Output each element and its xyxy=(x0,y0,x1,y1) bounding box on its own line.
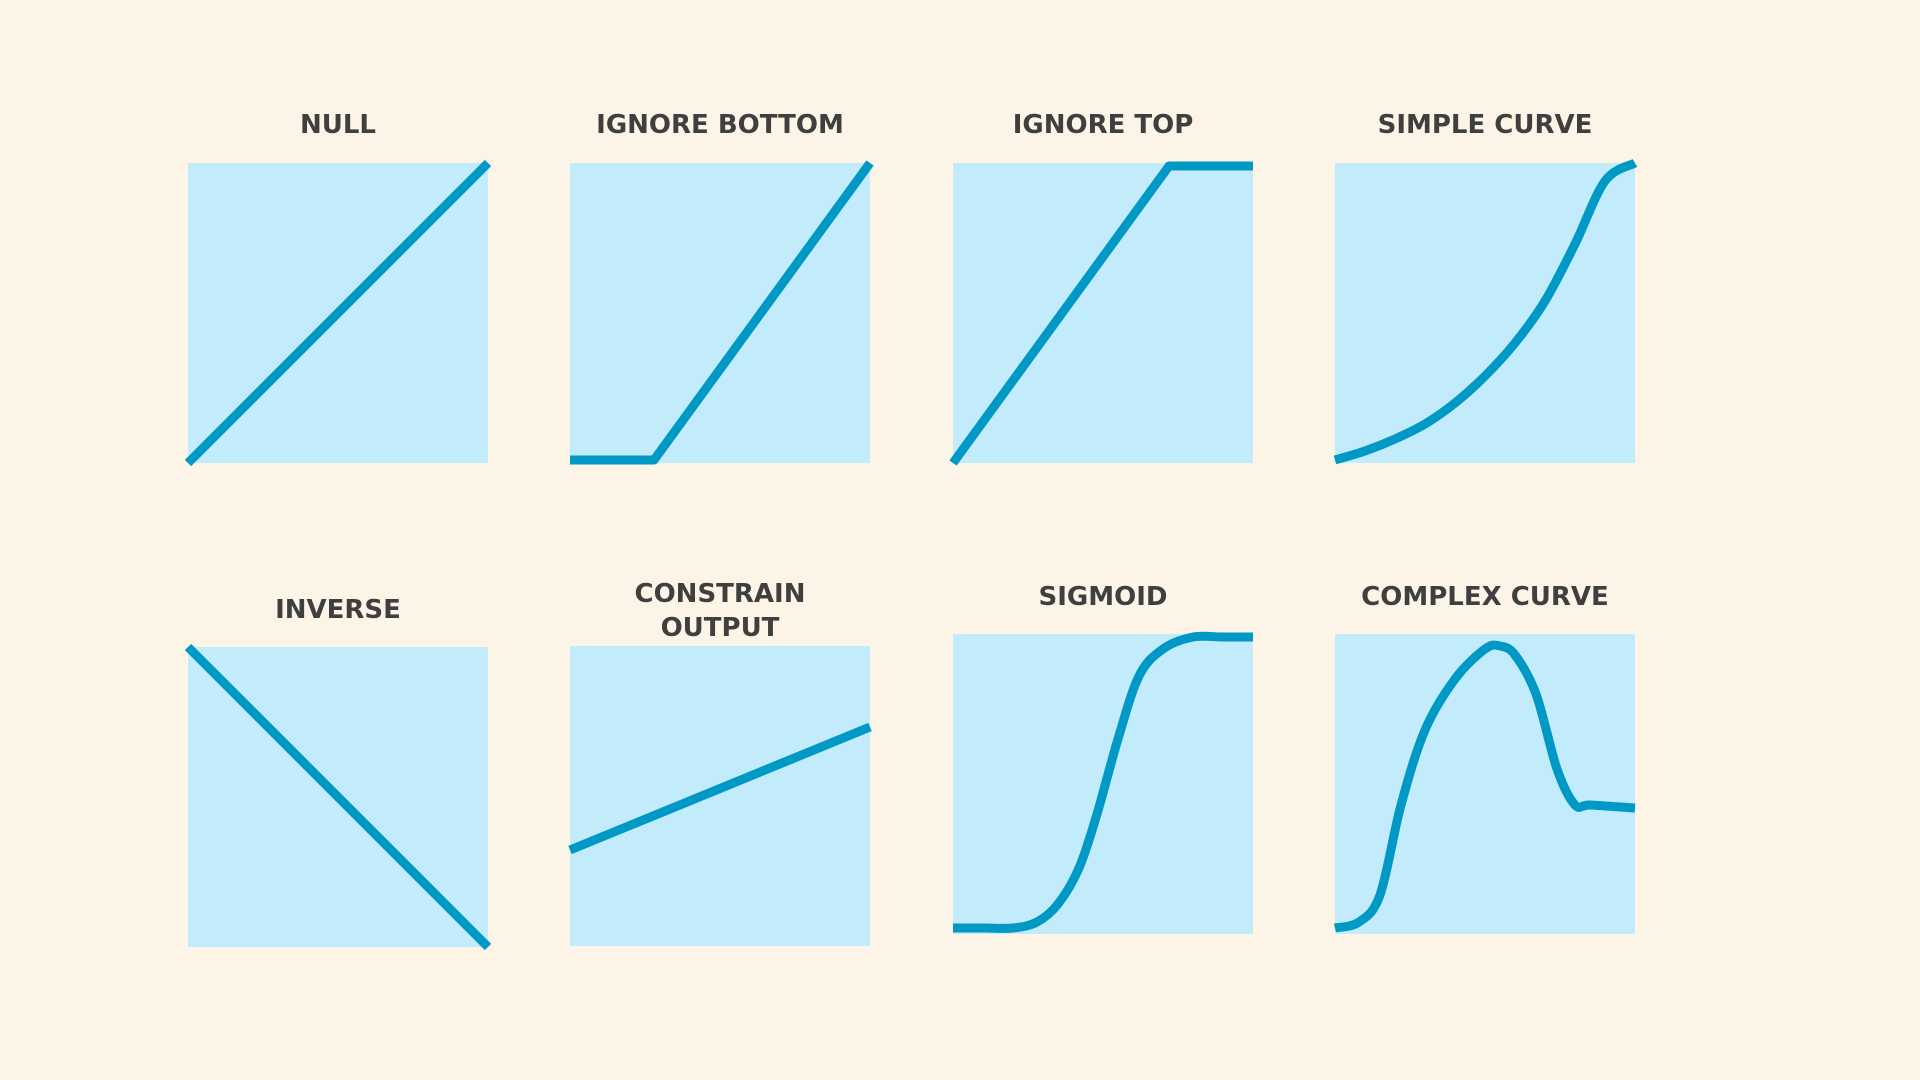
curve-line xyxy=(184,159,492,467)
panel-title: CONSTRAIN OUTPUT xyxy=(634,579,806,643)
curve-graph xyxy=(1333,634,1636,934)
graph-background xyxy=(570,646,870,946)
panel-title: INVERSE xyxy=(275,595,401,625)
curve-line xyxy=(570,160,874,465)
panel-title: IGNORE BOTTOM xyxy=(596,110,844,140)
curve-line xyxy=(184,643,492,951)
curve-graph xyxy=(952,631,1253,934)
panel-title: SIGMOID xyxy=(1038,582,1168,612)
panel-title: SIMPLE CURVE xyxy=(1377,110,1593,140)
curve-graph xyxy=(568,646,872,946)
curve-graph xyxy=(949,161,1253,466)
graph-background xyxy=(953,163,1253,463)
curve-line xyxy=(568,722,872,855)
panel-title: IGNORE TOP xyxy=(1012,110,1194,140)
curve-line xyxy=(952,631,1253,933)
panel-title: NULL xyxy=(299,110,376,140)
curve-line xyxy=(1333,640,1636,933)
graph-background xyxy=(570,163,870,463)
curve-graph xyxy=(184,159,492,467)
curve-line xyxy=(1333,158,1638,465)
curve-graph xyxy=(570,160,874,465)
panel-title: COMPLEX CURVE xyxy=(1361,582,1609,612)
curve-graph xyxy=(1333,158,1638,465)
curve-graph xyxy=(184,643,492,951)
curve-line xyxy=(949,161,1253,466)
